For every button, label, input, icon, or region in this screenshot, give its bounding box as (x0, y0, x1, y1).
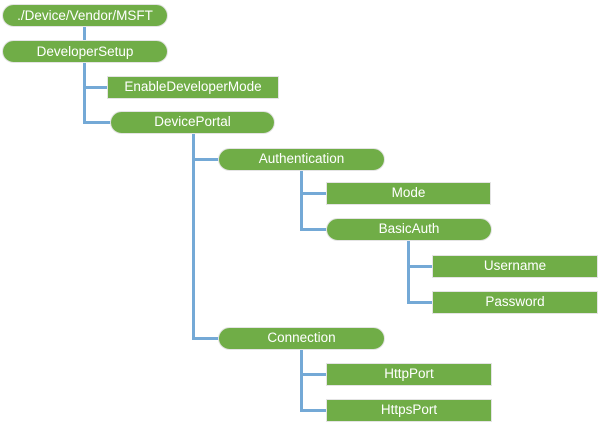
node-connection: Connection (218, 326, 385, 350)
connector-authentication-trunk (300, 170, 303, 231)
node-enabledevelopermode: EnableDeveloperMode (107, 75, 279, 99)
node-mode: Mode (326, 181, 491, 205)
connector-developersetup-trunk (83, 63, 86, 124)
connector-to-httpport (300, 372, 327, 376)
connector-basicauth-trunk (407, 240, 410, 304)
connector-deviceportal-trunk (192, 133, 195, 340)
node-httpsport: HttpsPort (326, 398, 492, 422)
node-basicauth: BasicAuth (326, 217, 492, 241)
node-developersetup: DeveloperSetup (2, 40, 168, 63)
connector-msft-developersetup (83, 27, 86, 41)
node-httpport: HttpPort (326, 362, 492, 386)
connector-to-password (407, 300, 433, 304)
node-authentication: Authentication (218, 147, 385, 171)
node-device-vendor-msft: ./Device/Vendor/MSFT (2, 4, 168, 27)
connector-to-deviceportal (83, 120, 111, 124)
connector-to-username (407, 264, 433, 268)
node-deviceportal: DevicePortal (110, 110, 275, 134)
connector-connection-trunk (300, 349, 303, 412)
connector-to-authentication (192, 157, 219, 161)
node-password: Password (432, 290, 598, 314)
connector-to-enabledevelopermode (83, 85, 108, 89)
connector-to-connection (192, 336, 219, 340)
node-username: Username (432, 254, 598, 278)
connector-to-mode (300, 191, 327, 195)
connector-to-httpsport (300, 408, 327, 412)
connector-to-basicauth (300, 227, 327, 231)
